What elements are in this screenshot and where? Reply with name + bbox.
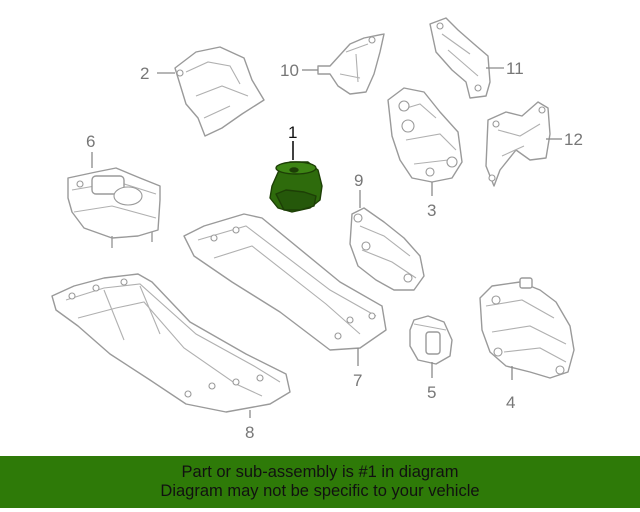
callout-6: 6	[86, 132, 95, 151]
callout-2: 2	[140, 64, 149, 83]
callout-12: 12	[564, 130, 583, 149]
part-12-bracket	[485, 101, 551, 187]
parts-diagram: 2 10 11 12 3	[51, 17, 583, 442]
banner-line-2: Diagram may not be specific to your vehi…	[160, 482, 480, 500]
part-8-subframe	[51, 273, 291, 413]
info-banner: Part or sub-assembly is #1 in diagram Di…	[0, 456, 640, 508]
callout-4: 4	[506, 393, 515, 412]
callout-11: 11	[506, 59, 524, 78]
part-6-transmission-mount	[67, 167, 161, 248]
banner-line-1: Part or sub-assembly is #1 in diagram	[181, 463, 459, 481]
callout-10: 10	[280, 61, 299, 80]
part-1-engine-mount-highlighted[interactable]	[269, 161, 323, 213]
part-9-mount-bracket	[349, 207, 425, 291]
part-2-heat-shield	[174, 46, 265, 137]
callout-5: 5	[427, 383, 436, 402]
callout-7: 7	[353, 371, 362, 390]
callout-1: 1	[288, 123, 297, 142]
part-10-bracket	[317, 33, 385, 95]
callout-9: 9	[354, 171, 363, 190]
part-7-crossmember	[183, 213, 387, 351]
part-5-bushing	[409, 315, 453, 365]
part-3-mount-bracket	[387, 87, 463, 183]
callout-3: 3	[427, 201, 436, 220]
part-11-bracket	[429, 17, 491, 99]
callout-8: 8	[245, 423, 254, 442]
part-4-mount-assembly	[479, 277, 575, 379]
